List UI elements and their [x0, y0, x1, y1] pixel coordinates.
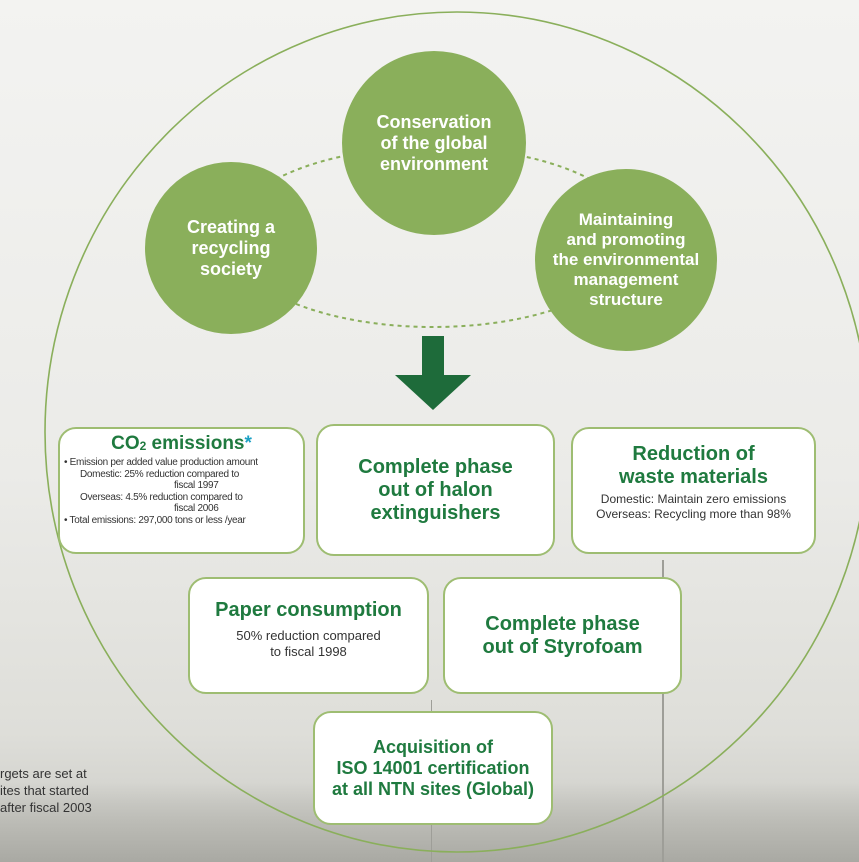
styrofoam-title: Complete phase out of Styrofoam — [482, 612, 643, 658]
background-pole — [662, 560, 664, 862]
co2-line: Domestic: 25% reduction compared to — [80, 468, 240, 480]
waste-box: Reduction of waste materials Domestic: M… — [571, 427, 816, 554]
co2-emissions-box: CO2 emissions* • Emission per added valu… — [58, 427, 305, 554]
co2-line: Overseas: 4.5% reduction compared to — [80, 491, 243, 503]
co2-title-rest: emissions — [146, 433, 245, 454]
paper-title: Paper consumption — [215, 599, 402, 621]
paper-body: 50% reduction compared to fiscal 1998 — [236, 628, 381, 659]
co2-title: CO2 emissions* — [60, 433, 303, 457]
halon-box: Complete phase out of halon extinguisher… — [316, 424, 555, 556]
footnote-text: rgets are set at ites that started after… — [0, 766, 92, 815]
co2-line: • Emission per added value production am… — [64, 457, 258, 468]
outer-circle — [44, 11, 859, 853]
co2-title-subscript: 2 — [139, 439, 147, 453]
co2-title-main: CO — [111, 433, 140, 454]
co2-line: • Total emissions: 297,000 tons or less … — [64, 514, 246, 526]
halon-title: Complete phase out of halon extinguisher… — [358, 455, 513, 524]
co2-body: • Emission per added value production am… — [60, 457, 303, 526]
co2-asterisk: * — [244, 433, 252, 454]
node-recycling-society: Creating a recycling society — [145, 162, 317, 334]
paper-box: Paper consumption 50% reduction compared… — [188, 577, 429, 694]
co2-line: fiscal 2006 — [174, 503, 219, 514]
down-arrow-icon — [395, 336, 471, 410]
styrofoam-box: Complete phase out of Styrofoam — [443, 577, 682, 694]
node-conservation: Conservation of the global environment — [342, 51, 526, 235]
waste-body: Domestic: Maintain zero emissions Overse… — [596, 492, 791, 521]
node-management-structure: Maintaining and promoting the environmen… — [535, 169, 717, 351]
co2-line: fiscal 1997 — [174, 480, 219, 491]
waste-title: Reduction of waste materials — [619, 443, 768, 488]
iso-title: Acquisition of ISO 14001 certification a… — [331, 736, 535, 799]
iso-box: Acquisition of ISO 14001 certification a… — [313, 711, 553, 825]
